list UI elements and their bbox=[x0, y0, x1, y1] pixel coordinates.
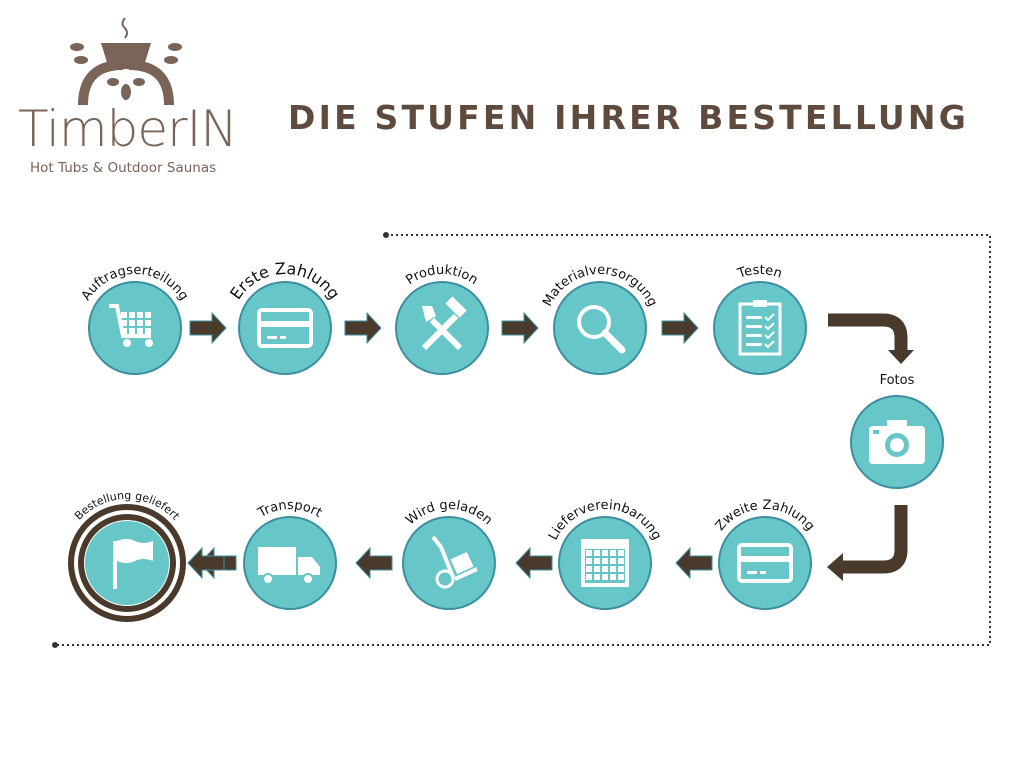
hammer-wrench-icon bbox=[421, 296, 467, 351]
calendar-icon bbox=[581, 539, 629, 587]
truck-icon bbox=[258, 547, 320, 585]
arrow-right-icon bbox=[501, 311, 539, 345]
step-label: Testen bbox=[735, 263, 784, 282]
logo-wordmark: TimberIN bbox=[18, 100, 238, 158]
credit-card-icon bbox=[737, 543, 793, 583]
arrow-left-icon bbox=[355, 546, 393, 580]
step-wird-geladen: Wird geladen bbox=[402, 498, 496, 610]
logo-emblem bbox=[70, 17, 182, 106]
magnifier-icon bbox=[577, 305, 626, 354]
step-bestellung-geliefert: Bestellung geliefert bbox=[68, 489, 186, 622]
arrow-right-icon bbox=[661, 311, 699, 345]
shopping-cart-icon bbox=[109, 304, 153, 347]
arrow-left-icon bbox=[675, 546, 713, 580]
arrow-left-icon bbox=[515, 546, 553, 580]
curved-arrow-down-icon bbox=[828, 313, 908, 350]
step-transport: Transport bbox=[243, 498, 337, 610]
step-testen: Testen bbox=[713, 263, 807, 375]
camera-icon bbox=[869, 420, 925, 464]
arrow-left-icon bbox=[187, 546, 225, 580]
step-erste-zahlung: Erste Zahlung bbox=[226, 259, 344, 375]
dotted-path bbox=[55, 234, 991, 646]
flag-icon bbox=[113, 539, 153, 589]
clipboard-checklist-icon bbox=[738, 300, 782, 356]
step-label: Fotos bbox=[880, 373, 915, 388]
curved-arrow-left-icon bbox=[843, 505, 908, 574]
arrow-right-icon bbox=[189, 311, 227, 345]
logo-tagline: Hot Tubs & Outdoor Saunas bbox=[30, 160, 217, 176]
arrow-right-icon bbox=[344, 311, 382, 345]
step-zweite-zahlung: Zweite Zahlung bbox=[713, 498, 817, 610]
step-materialversorgung: Materialversorgung bbox=[540, 263, 660, 375]
step-auftragserteilung: Auftragserteilung bbox=[79, 263, 191, 375]
step-fotos: Fotos bbox=[850, 373, 944, 489]
credit-card-icon bbox=[257, 308, 313, 348]
step-liefervereinbarung: Liefervereinbarung bbox=[546, 498, 664, 610]
hand-truck-icon bbox=[431, 535, 478, 589]
page-title: DIE STUFEN IHRER BESTELLUNG bbox=[288, 98, 970, 137]
step-label: Transport bbox=[255, 498, 325, 521]
step-produktion: Produktion bbox=[395, 263, 489, 375]
